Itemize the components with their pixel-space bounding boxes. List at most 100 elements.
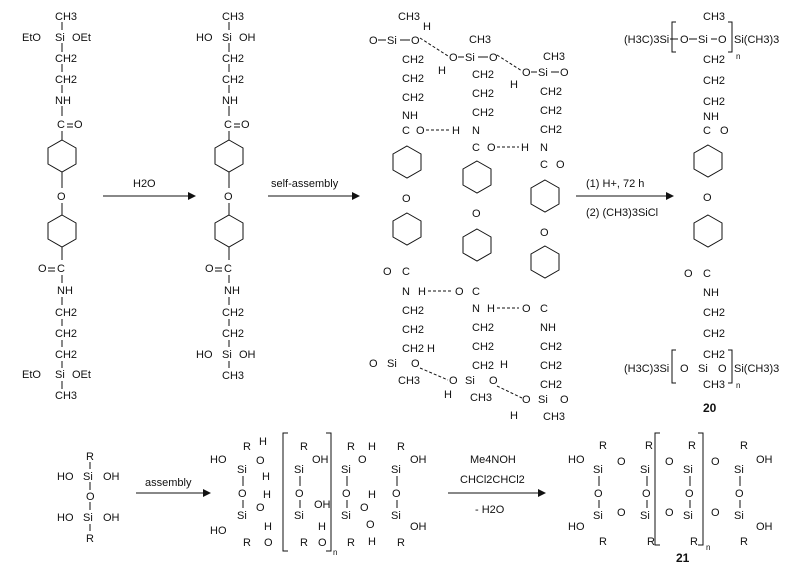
atom-ch2: CH2: [540, 360, 562, 372]
atom-h: H: [264, 521, 272, 533]
atom-h: H: [259, 436, 267, 448]
atom-o: O: [718, 34, 727, 46]
atom-oet: OEt: [72, 369, 91, 381]
atom-r: R: [347, 537, 355, 549]
subscript-n: n: [736, 52, 740, 61]
atom-h: H: [418, 286, 426, 298]
atom-ch2: CH2: [402, 54, 424, 66]
atom-r: R: [300, 441, 308, 453]
atom-si: Si: [593, 464, 603, 476]
atom-o: O: [489, 375, 498, 387]
atom-ch2: CH2: [55, 307, 77, 319]
atom-ch2: CH2: [703, 96, 725, 108]
atom-ch2: CH2: [222, 307, 244, 319]
atom-o: O: [489, 52, 498, 64]
atom-nh: NH: [540, 322, 556, 334]
atom-h: H: [452, 125, 460, 137]
atom-si: Si: [391, 464, 401, 476]
atom-o: O: [449, 375, 458, 387]
atom-o: O: [392, 488, 401, 500]
atom-o: O: [684, 268, 693, 280]
atom-o: O: [256, 502, 265, 514]
atom-ch2: CH2: [222, 53, 244, 65]
atom-ch2: CH2: [472, 322, 494, 334]
atom-nh: NH: [224, 285, 240, 297]
atom-o: O: [74, 119, 83, 131]
atom-oh: OH: [239, 32, 256, 44]
atom-si: Si: [341, 510, 351, 522]
atom-r: R: [645, 440, 653, 452]
atom-si: Si: [55, 32, 65, 44]
atom-o: O: [735, 488, 744, 500]
atom-o: O: [560, 67, 569, 79]
atom-r: R: [347, 441, 355, 453]
atom-si: Si: [640, 510, 650, 522]
compound-20-label: 20: [703, 401, 717, 415]
atom-si: Si: [593, 510, 603, 522]
atom-o: O: [718, 363, 727, 375]
atom-ch2: CH2: [402, 305, 424, 317]
atom-o: O: [358, 454, 367, 466]
arrow-cond-label-3: - H2O: [475, 504, 505, 516]
atom-ch2: CH2: [472, 69, 494, 81]
atom-ch3: CH3: [398, 375, 420, 387]
atom-h: H: [423, 21, 431, 33]
atom-oh: OH: [314, 499, 331, 511]
atom-h: H: [318, 521, 326, 533]
assembled-ladder: HO Si R O H O Si HO R O H H O H R Si OH …: [210, 432, 427, 557]
atom-nh: NH: [703, 287, 719, 299]
atom-ch2: CH2: [55, 53, 77, 65]
atom-si: Si: [55, 369, 65, 381]
atom-oh: OH: [103, 471, 120, 483]
atom-si: Si: [538, 67, 548, 79]
atom-o: O: [522, 67, 531, 79]
atom-r: R: [397, 537, 405, 549]
atom-c: C: [472, 286, 480, 298]
atom-nh: NH: [57, 285, 73, 297]
atom-o: O: [318, 537, 327, 549]
atom-oh: OH: [410, 521, 427, 533]
atom-c: C: [703, 268, 711, 280]
atom-si: Si: [294, 510, 304, 522]
subscript-n: n: [736, 381, 740, 390]
atom-si: Si: [83, 471, 93, 483]
atom-ch2: CH2: [472, 360, 494, 372]
atom-si: Si: [391, 510, 401, 522]
atom-oet: OEt: [72, 32, 91, 44]
atom-ch2: CH2: [55, 349, 77, 361]
atom-o: O: [360, 502, 369, 514]
atom-si: Si: [698, 34, 708, 46]
atom-si: Si: [237, 510, 247, 522]
atom-o: O: [411, 358, 420, 370]
atom-o: O: [342, 488, 351, 500]
atom-o: O: [487, 142, 496, 154]
atom-h: H: [510, 79, 518, 91]
atom-c: C: [540, 303, 548, 315]
atom-o: O: [411, 35, 420, 47]
atom-h: H: [368, 441, 376, 453]
arrow-condensation: [448, 489, 546, 497]
atom-si: Si: [465, 52, 475, 64]
atom-ch2: CH2: [472, 341, 494, 353]
atom-o: O: [402, 193, 411, 205]
atom-o: O: [241, 119, 250, 131]
atom-ch3: CH3: [55, 390, 77, 402]
atom-c: C: [57, 119, 65, 131]
atom-o: O: [680, 363, 689, 375]
atom-ho: HO: [568, 454, 585, 466]
atom-ch2: CH2: [472, 88, 494, 100]
atom-o: O: [540, 227, 549, 239]
atom-o: O: [205, 263, 214, 275]
arrow-self-assembly: [268, 192, 360, 200]
atom-nh: NH: [703, 111, 719, 123]
atom-ch3: CH3: [703, 379, 725, 391]
arrow-2-label: self-assembly: [271, 178, 339, 190]
arrow-cond-label-1: Me4NOH: [470, 454, 516, 466]
atom-si: Si: [83, 512, 93, 524]
atom-oh: OH: [103, 512, 120, 524]
atom-si: Si: [538, 394, 548, 406]
atom-h: H: [521, 142, 529, 154]
atom-r: R: [740, 536, 748, 548]
atom-si: Si: [222, 349, 232, 361]
